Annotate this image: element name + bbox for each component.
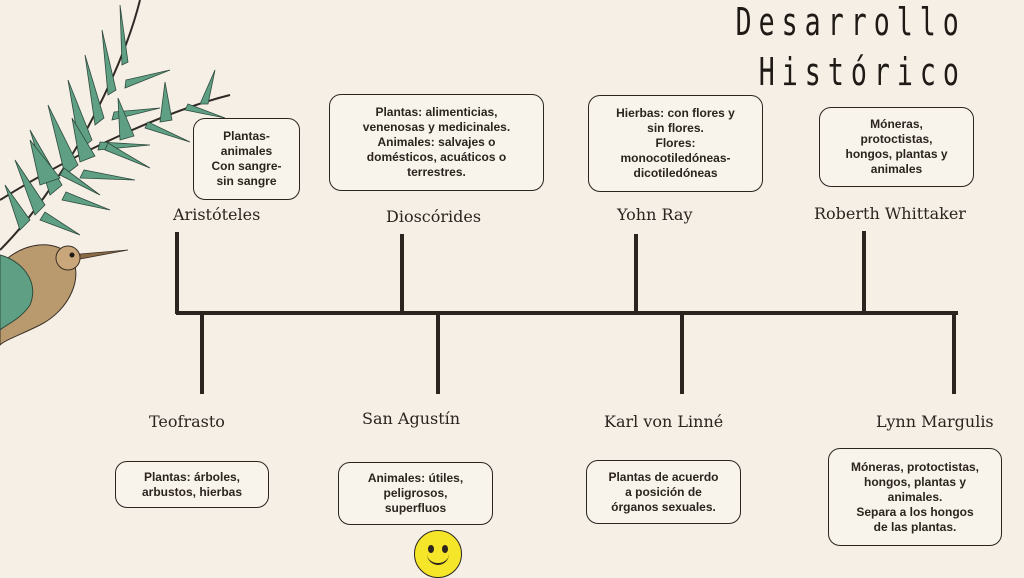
smiley-right-eye <box>442 545 448 553</box>
event-name-teofrasto: Teofrasto <box>149 412 225 431</box>
event-name-linne: Karl von Linné <box>604 412 724 431</box>
timeline-stem-aristoteles <box>175 232 179 314</box>
event-name-aristoteles: Aristóteles <box>173 205 261 224</box>
event-name-yohn-ray: Yohn Ray <box>617 205 693 224</box>
event-box-teofrasto: Plantas: árboles, arbustos, hierbas <box>115 461 269 508</box>
timeline-stem-san-agustin <box>436 312 440 394</box>
hummingbird-illustration <box>0 244 129 346</box>
timeline-stem-whittaker <box>862 231 866 314</box>
event-box-aristoteles: Plantas- animales Con sangre- sin sangre <box>193 118 300 200</box>
event-box-dioscorides: Plantas: alimenticias, venenosas y medic… <box>329 94 544 191</box>
timeline-stem-teofrasto <box>200 312 204 394</box>
timeline-stem-yohn-ray <box>634 234 638 314</box>
timeline-axis <box>176 311 958 315</box>
timeline-stem-dioscorides <box>400 234 404 314</box>
event-name-whittaker: Roberth Whittaker <box>814 204 966 223</box>
timeline-stem-linne <box>680 312 684 394</box>
page-title-line-2: Histórico <box>758 50 966 94</box>
smiley-face-icon <box>414 530 462 578</box>
palm-leaf-illustration <box>0 0 231 346</box>
event-box-linne: Plantas de acuerdo a posición de órganos… <box>586 460 741 524</box>
smiley-mouth <box>427 551 449 565</box>
event-box-margulis: Móneras, protoctistas, hongos, plantas y… <box>828 448 1002 546</box>
event-name-dioscorides: Dioscórides <box>386 207 482 226</box>
event-box-san-agustin: Animales: útiles, peligrosos, superfluos <box>338 462 493 525</box>
event-box-whittaker: Móneras, protoctistas, hongos, plantas y… <box>819 107 974 187</box>
smiley-left-eye <box>428 545 434 553</box>
event-name-margulis: Lynn Margulis <box>876 412 994 431</box>
page-title-line-1: Desarrollo <box>735 0 966 44</box>
event-box-yohn-ray: Hierbas: con flores y sin flores. Flores… <box>588 95 763 192</box>
event-name-san-agustin: San Agustín <box>362 409 461 428</box>
timeline-stem-margulis <box>952 312 956 394</box>
